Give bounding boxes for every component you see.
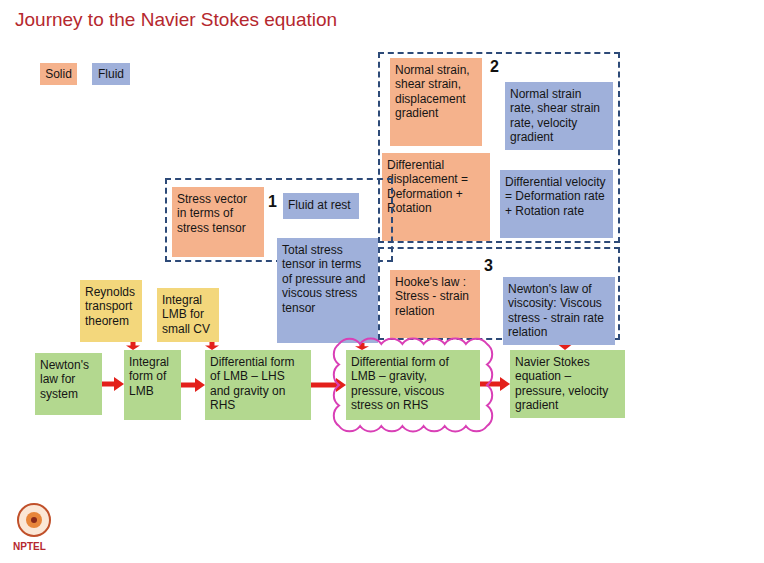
solid-box: Differential displacement = Deformation … [382,153,490,241]
fluid-box: Normal strain rate, shear strain rate, v… [505,82,613,150]
logo-label: NPTEL [13,541,46,552]
box-text: Reynolds transport theorem [85,285,137,328]
diagram-title: Journey to the Navier Stokes equation [15,9,337,31]
box-text: Navier Stokes equation – pressure, veloc… [515,355,620,413]
flow-arrow [355,343,369,350]
box-text: Newton's law of viscosity: Viscous stres… [508,282,610,340]
logo-core [26,512,42,528]
flow-arrow [480,377,510,391]
legend-text: Fluid [98,67,124,81]
fluid-box: Fluid at rest [283,193,359,219]
arrow-head [114,377,124,391]
callout-number: 1 [268,194,277,210]
box-text: Newton's law for system [40,358,97,401]
logo-center [31,517,37,523]
box-text: Total stress tensor in terms of pressure… [282,243,373,315]
highlight-box: Differential form of LMB – gravity, pres… [346,350,480,420]
solid-box: Stress vector in terms of stress tensor [172,187,264,257]
nptel-logo [18,504,50,536]
box-text: Integral form of LMB [129,355,176,398]
legend-swatch: Fluid [92,63,130,85]
box-text: Differential velocity = Deformation rate… [505,175,608,218]
arrow-head [336,378,346,392]
box-text: Differential displacement = Deformation … [387,158,485,216]
cloud-path [334,339,492,432]
box-text: Hooke's law : Stress - strain relation [395,275,475,318]
box-text: Differential form of LMB – gravity, pres… [351,355,475,413]
arrow-shaft [181,383,196,388]
box-text: Normal strain rate, shear strain rate, v… [510,87,608,145]
arrow-head [195,378,205,392]
box-text: Integral LMB for small CV [162,293,214,336]
flow-arrow [102,377,124,391]
arrow-shaft [480,382,501,387]
fluid-box: Differential velocity = Deformation rate… [500,170,613,238]
flow-arrow [126,342,140,350]
flow-arrow [311,378,346,392]
step-box: Differential form of LMB – LHS and gravi… [205,350,311,420]
solid-box: Normal strain, shear strain, displacemen… [390,58,482,146]
legend-swatch: Solid [40,63,77,85]
fluid-box: Total stress tensor in terms of pressure… [277,238,378,343]
solid-box: Hooke's law : Stress - strain relation [390,270,480,338]
step-box: Newton's law for system [35,353,102,415]
dashed-group: 2 Normal strain, shear strain, displaceme… [378,52,620,243]
logo-ring [18,504,50,536]
arrow-shaft [102,382,115,387]
arrow-shaft [311,383,337,388]
box-text: Stress vector in terms of stress tensor [177,192,259,235]
flow-arrow [205,342,219,350]
step-box: Integral form of LMB [124,350,181,420]
box-text: Differential form of LMB – LHS and gravi… [210,355,306,413]
input-box: Reynolds transport theorem [80,280,142,342]
callout-number: 2 [490,59,499,75]
arrow-head [500,377,510,391]
input-box: Integral LMB for small CV [157,288,219,342]
legend-text: Solid [45,67,72,81]
callout-number: 3 [484,258,493,274]
box-text: Fluid at rest [288,198,354,212]
box-text: Normal strain, shear strain, displacemen… [395,63,477,121]
fluid-box: Newton's law of viscosity: Viscous stres… [503,277,615,345]
dashed-group: 3Hooke's law : Stress - strain relation N… [378,247,620,340]
step-box: Navier Stokes equation – pressure, veloc… [510,350,625,418]
flow-arrow [181,378,205,392]
